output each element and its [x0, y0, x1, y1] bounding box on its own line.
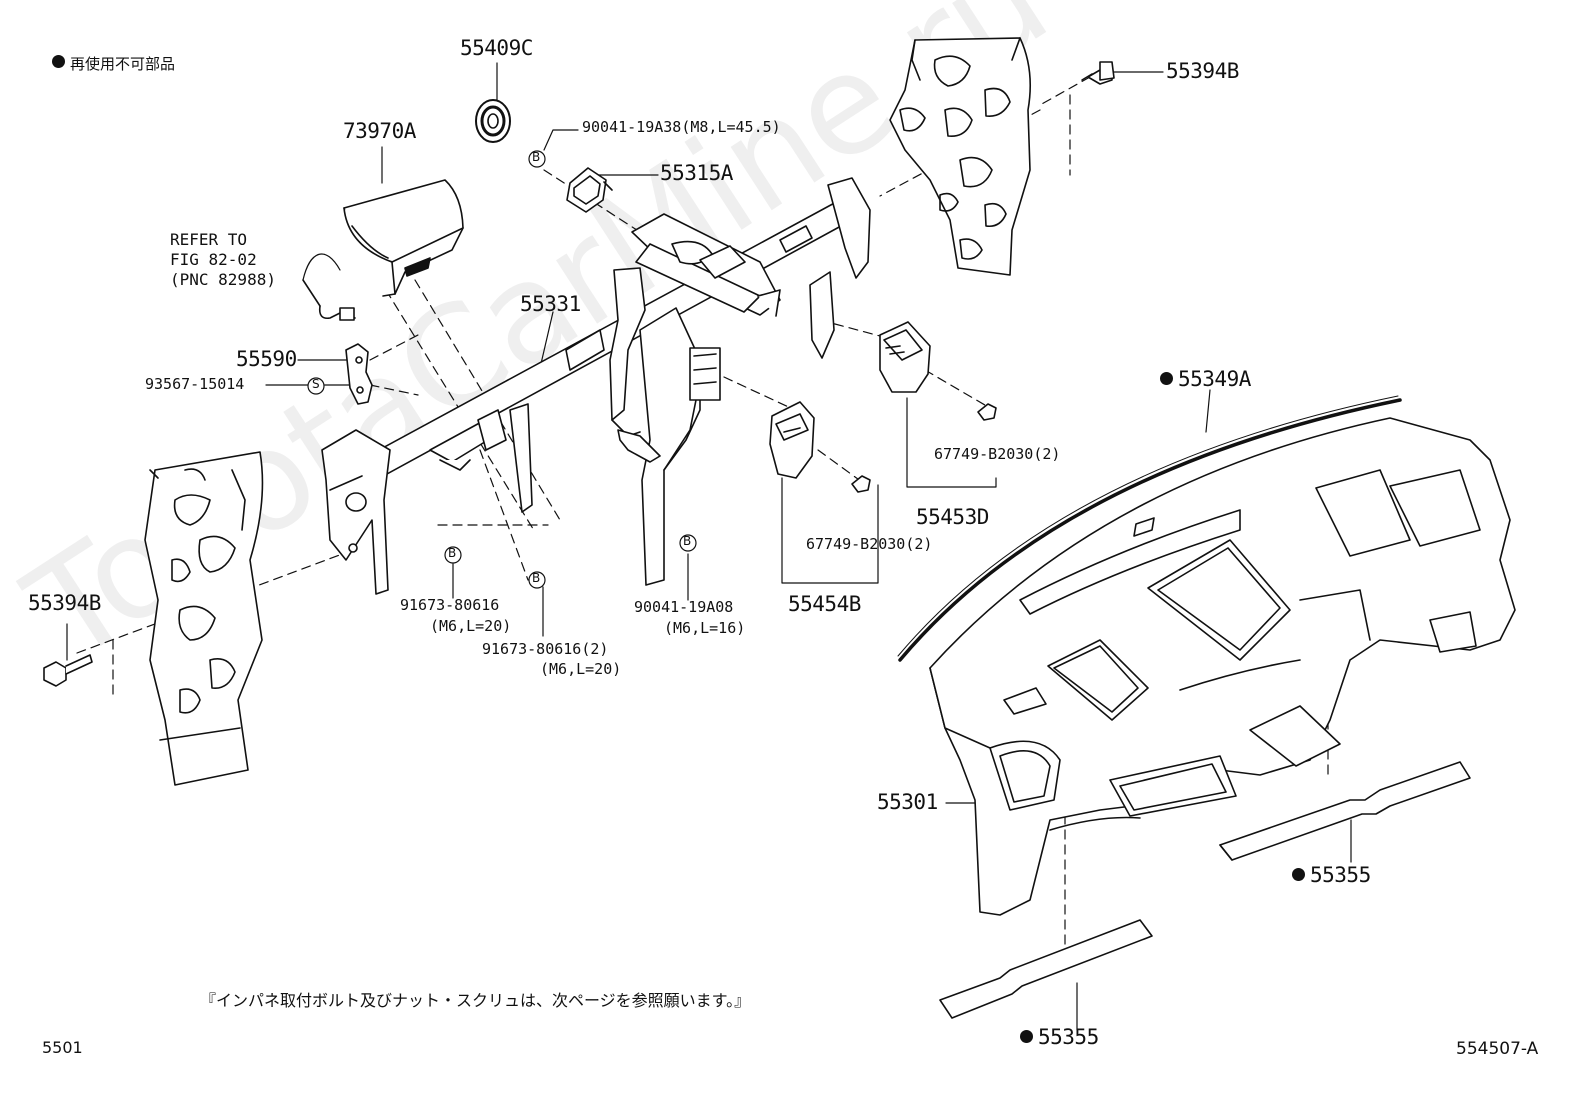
reference-line-1: REFER TO	[170, 230, 248, 249]
bolt-code-b-marker	[444, 546, 462, 564]
reusable-dot-icon	[1020, 1030, 1033, 1043]
callout-73970a[interactable]: 73970A	[343, 119, 416, 143]
callout-55355-bottom[interactable]: 55355	[1020, 1027, 1099, 1048]
part-silencer-55355-bottom	[939, 919, 1153, 1019]
bolt-code-b-marker	[679, 534, 697, 552]
bolt-55394b-left	[43, 654, 93, 687]
callout-55454b[interactable]: 55454B	[788, 592, 861, 616]
callout-91673-80616-b[interactable]: 91673-80616(2)	[482, 640, 609, 658]
part-grommet-55409c	[475, 99, 511, 143]
callout-55355-right-text: 55355	[1310, 863, 1371, 887]
reference-line-3: (PNC 82988)	[170, 270, 276, 289]
bolt-55394b-top	[1081, 61, 1115, 85]
part-silencer-55355-right	[1219, 761, 1471, 861]
bolt-code-s: S	[312, 377, 320, 391]
part-knee-airbag-73970a	[343, 179, 464, 297]
callout-91673-80616-b-spec: (M6,L=20)	[540, 660, 622, 678]
right-body-pillar	[889, 37, 1032, 276]
callout-55453d[interactable]: 55453D	[916, 505, 989, 529]
callout-55355-bottom-text: 55355	[1038, 1025, 1099, 1049]
reusable-dot-icon	[1292, 868, 1305, 881]
part-duct-55453d	[879, 321, 931, 393]
clip-67749-b2030-a	[977, 403, 997, 421]
legend: 再使用不可部品	[52, 55, 175, 72]
reusable-dot-icon	[1160, 372, 1173, 385]
page-code: 5501	[42, 1038, 83, 1057]
bolt-code-s-marker	[307, 377, 325, 395]
part-bracket-55590	[345, 343, 373, 405]
reference-line-2: FIG 82-02	[170, 250, 257, 269]
callout-90041-19a08-spec: (M6,L=16)	[664, 619, 746, 637]
callout-55301[interactable]: 55301	[877, 790, 938, 814]
figure-code: 554507-A	[1456, 1039, 1539, 1059]
bolt-code-b: B	[532, 571, 541, 585]
callout-55315a[interactable]: 55315A	[660, 161, 733, 185]
callout-93567-15014[interactable]: 93567-15014	[145, 375, 245, 393]
callout-55349a-text: 55349A	[1178, 367, 1251, 391]
bolt-code-b-marker	[528, 571, 546, 589]
reference-note: REFER TO FIG 82-02 (PNC 82988)	[170, 230, 276, 290]
bolt-code-b: B	[448, 546, 457, 560]
left-body-pillar	[144, 451, 264, 786]
clip-67749-b2030-b	[851, 475, 871, 493]
callout-67749-b2030-b[interactable]: 67749-B2030(2)	[806, 535, 933, 553]
part-duct-55454b	[769, 401, 815, 479]
part-instrument-panel-55301	[929, 417, 1516, 916]
callout-55394b-left[interactable]: 55394B	[28, 591, 101, 615]
notice-text: 『インパネ取付ボルト及びナット・スクリュは、次ページを参照願います。』	[200, 991, 751, 1010]
callout-90041-19a38[interactable]: 90041-19A38(M8,L=45.5)	[582, 118, 781, 136]
callout-90041-19a08[interactable]: 90041-19A08	[634, 598, 734, 616]
callout-91673-80616-a-spec: (M6,L=20)	[430, 617, 512, 635]
part-trim-55349a	[897, 395, 1402, 662]
callout-55331[interactable]: 55331	[520, 292, 581, 316]
part-crossbeam-55331	[321, 177, 871, 595]
bolt-code-b-marker	[528, 150, 546, 168]
callout-55394b-top[interactable]: 55394B	[1166, 59, 1239, 83]
callout-55349a[interactable]: 55349A	[1160, 369, 1251, 390]
callout-91673-80616-a[interactable]: 91673-80616	[400, 596, 500, 614]
leader-lines	[66, 62, 1352, 1031]
bolt-code-b: B	[683, 534, 692, 548]
callout-55355-right[interactable]: 55355	[1292, 865, 1371, 886]
part-bracket-55315a	[566, 167, 613, 213]
callout-55590[interactable]: 55590	[236, 347, 297, 371]
callout-55409c[interactable]: 55409C	[460, 36, 533, 60]
reusable-dot-icon	[52, 55, 65, 68]
sensor-pnc-82988	[302, 279, 356, 321]
callout-67749-b2030-a[interactable]: 67749-B2030(2)	[934, 445, 1061, 463]
bolt-code-b: B	[532, 150, 541, 164]
legend-text: 再使用不可部品	[70, 55, 176, 73]
